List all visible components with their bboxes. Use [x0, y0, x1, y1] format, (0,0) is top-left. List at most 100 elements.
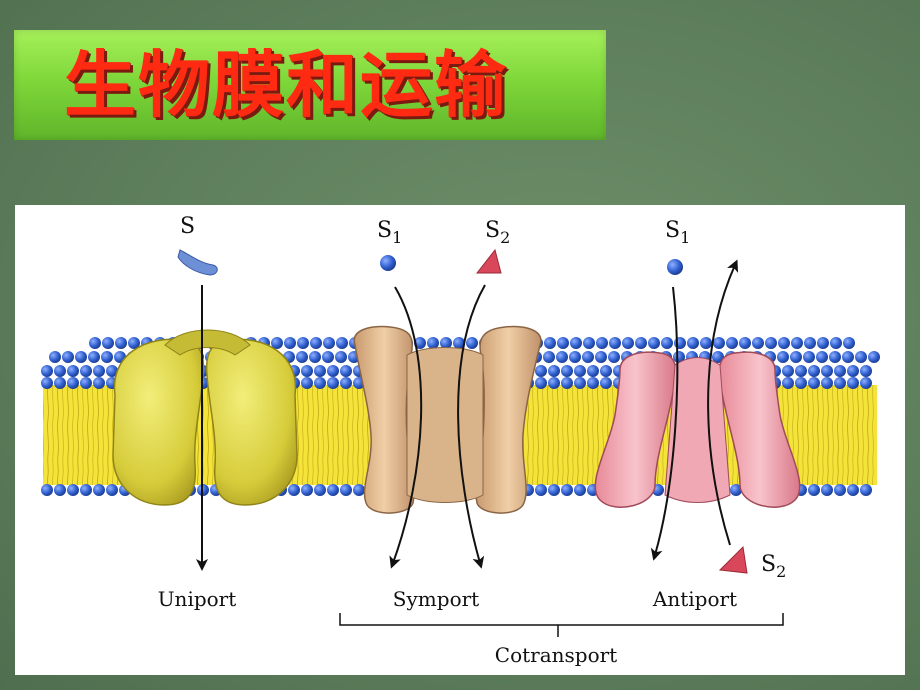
cotransport-bracket [339, 613, 784, 637]
phospholipid-head [556, 351, 568, 363]
phospholipid-head [297, 337, 309, 349]
phospholipid-head [817, 337, 829, 349]
phospholipid-head [106, 484, 118, 496]
phospholipid-head [340, 377, 352, 389]
phospholipid-head [712, 351, 724, 363]
phospholipid-head [847, 377, 859, 389]
uniport-substrate-label: S [180, 214, 195, 239]
phospholipid-head [88, 351, 100, 363]
phospholipid-head [548, 365, 560, 377]
phospholipid-head [296, 351, 308, 363]
phospholipid-head [543, 351, 555, 363]
phospholipid-head [93, 377, 105, 389]
phospholipid-head [834, 365, 846, 377]
antiport-s2-label: S2 [761, 552, 786, 581]
phospholipid-head [561, 377, 573, 389]
phospholipid-head [335, 351, 347, 363]
phospholipid-head [582, 351, 594, 363]
phospholipid-head [340, 484, 352, 496]
phospholipid-head [739, 337, 751, 349]
phospholipid-head [535, 377, 547, 389]
phospholipid-head [860, 377, 872, 389]
phospholipid-head [868, 351, 880, 363]
phospholipid-head [847, 484, 859, 496]
uniport-substrate-shape [177, 249, 218, 276]
phospholipid-head [829, 351, 841, 363]
phospholipid-head [574, 377, 586, 389]
phospholipid-head [821, 377, 833, 389]
phospholipid-head [804, 337, 816, 349]
phospholipid-head [353, 484, 365, 496]
phospholipid-head [700, 337, 712, 349]
phospholipid-head [821, 365, 833, 377]
phospholipid-head [778, 337, 790, 349]
phospholipid-head [284, 337, 296, 349]
phospholipid-head [574, 365, 586, 377]
phospholipid-head [80, 484, 92, 496]
phospholipid-head [440, 337, 452, 349]
phospholipid-head [842, 351, 854, 363]
symport-s2-label: S2 [485, 218, 510, 247]
phospholipid-head [427, 337, 439, 349]
phospholipid-head [128, 337, 140, 349]
phospholipid-head [301, 484, 313, 496]
slide-title: 生物膜和运输 [64, 43, 509, 127]
phospholipid-head [93, 365, 105, 377]
phospholipid-head [41, 484, 53, 496]
phospholipid-head [661, 337, 673, 349]
phospholipid-head [535, 365, 547, 377]
phospholipid-head [561, 365, 573, 377]
phospholipid-head [80, 377, 92, 389]
phospholipid-head [54, 484, 66, 496]
phospholipid-head [41, 365, 53, 377]
membrane-transport-diagram: S S1 S2 S1 S2 Uniport Symport Antiport C… [41, 214, 880, 667]
phospholipid-head [587, 377, 599, 389]
phospholipid-head [765, 337, 777, 349]
phospholipid-head [310, 337, 322, 349]
phospholipid-head [327, 377, 339, 389]
phospholipid-head [855, 351, 867, 363]
phospholipid-head [808, 484, 820, 496]
phospholipid-head [336, 337, 348, 349]
phospholipid-head [466, 337, 478, 349]
phospholipid-head [570, 337, 582, 349]
phospholipid-head [309, 351, 321, 363]
symport-s2-arrow [457, 284, 486, 569]
phospholipid-head [595, 351, 607, 363]
phospholipid-head [101, 351, 113, 363]
phospholipid-head [803, 351, 815, 363]
phospholipid-head [574, 484, 586, 496]
symporter-protein [353, 325, 542, 514]
antiport-s1-molecule [667, 259, 683, 275]
uniport-label: Uniport [158, 587, 237, 611]
phospholipid-head [93, 484, 105, 496]
phospholipid-head [75, 351, 87, 363]
phospholipid-head [271, 337, 283, 349]
phospholipid-head [49, 351, 61, 363]
phospholipid-head [535, 484, 547, 496]
phospholipid-head [782, 377, 794, 389]
phospholipid-head [609, 337, 621, 349]
phospholipid-head [834, 484, 846, 496]
phospholipid-head [67, 365, 79, 377]
phospholipid-head [713, 337, 725, 349]
phospholipid-head [102, 337, 114, 349]
phospholipid-head [622, 337, 634, 349]
phospholipid-head [587, 365, 599, 377]
phospholipid-head [314, 365, 326, 377]
phospholipid-head [54, 365, 66, 377]
symport-s2-molecule [475, 248, 502, 274]
phospholipid-head [777, 351, 789, 363]
phospholipid-head [115, 337, 127, 349]
symport-label: Symport [393, 587, 479, 611]
phospholipid-head [557, 337, 569, 349]
phospholipid-head [648, 337, 660, 349]
antiport-s2-molecule [718, 545, 748, 574]
phospholipid-head [808, 377, 820, 389]
phospholipid-head [860, 365, 872, 377]
phospholipid-head [323, 337, 335, 349]
phospholipid-head [314, 377, 326, 389]
phospholipid-head [340, 365, 352, 377]
phospholipid-head [726, 337, 738, 349]
phospholipid-head [67, 484, 79, 496]
